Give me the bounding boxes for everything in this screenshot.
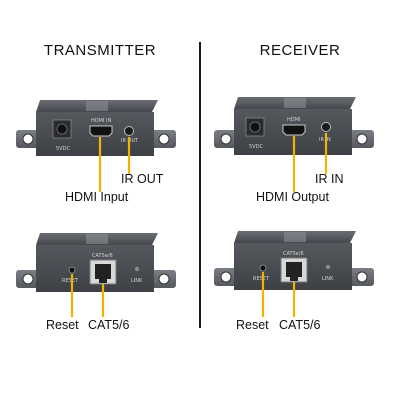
receiver-heading: RECEIVER — [259, 42, 341, 59]
rx-cat-callout: CAT5/6 — [279, 318, 321, 332]
tx-ir-out-callout: IR OUT — [121, 172, 164, 186]
tx-link-label: LINK — [131, 278, 143, 284]
rx-power-label: 5VDC — [249, 144, 263, 150]
tx-hdmi-input-callout: HDMI Input — [65, 190, 129, 204]
tx-hdmi-label: HDMI IN — [91, 118, 111, 124]
tx-cat-callout: CAT5/6 — [88, 318, 130, 332]
rx-reset-callout: Reset — [236, 318, 269, 332]
transmitter-heading: TRANSMITTER — [43, 42, 157, 59]
rx-ir-in-callout: IR IN — [315, 172, 344, 186]
rx-reset-label: RESET — [253, 276, 270, 282]
center-divider — [199, 42, 201, 328]
rx-link-label: LINK — [322, 276, 334, 282]
tx-power-label: 5VDC — [56, 146, 70, 152]
tx-reset-label: RESET — [62, 278, 79, 284]
rx-hdmi-output-callout: HDMI Output — [256, 190, 329, 204]
tx-cat-label: CAT5e/6 — [92, 253, 113, 259]
receiver-back-unit: RESET CAT5e/6 LINK — [214, 231, 374, 317]
tx-reset-callout: Reset — [46, 318, 79, 332]
transmitter-back-unit: RESET CAT5e/6 LINK — [16, 233, 176, 317]
receiver-front-unit: 5VDC HDMI IR IN — [214, 97, 374, 192]
transmitter-front-unit: 5VDC HDMI IN IR OUT — [16, 100, 176, 192]
rx-cat-label: CAT5e/6 — [283, 251, 304, 257]
rx-hdmi-label: HDMI — [287, 117, 300, 123]
